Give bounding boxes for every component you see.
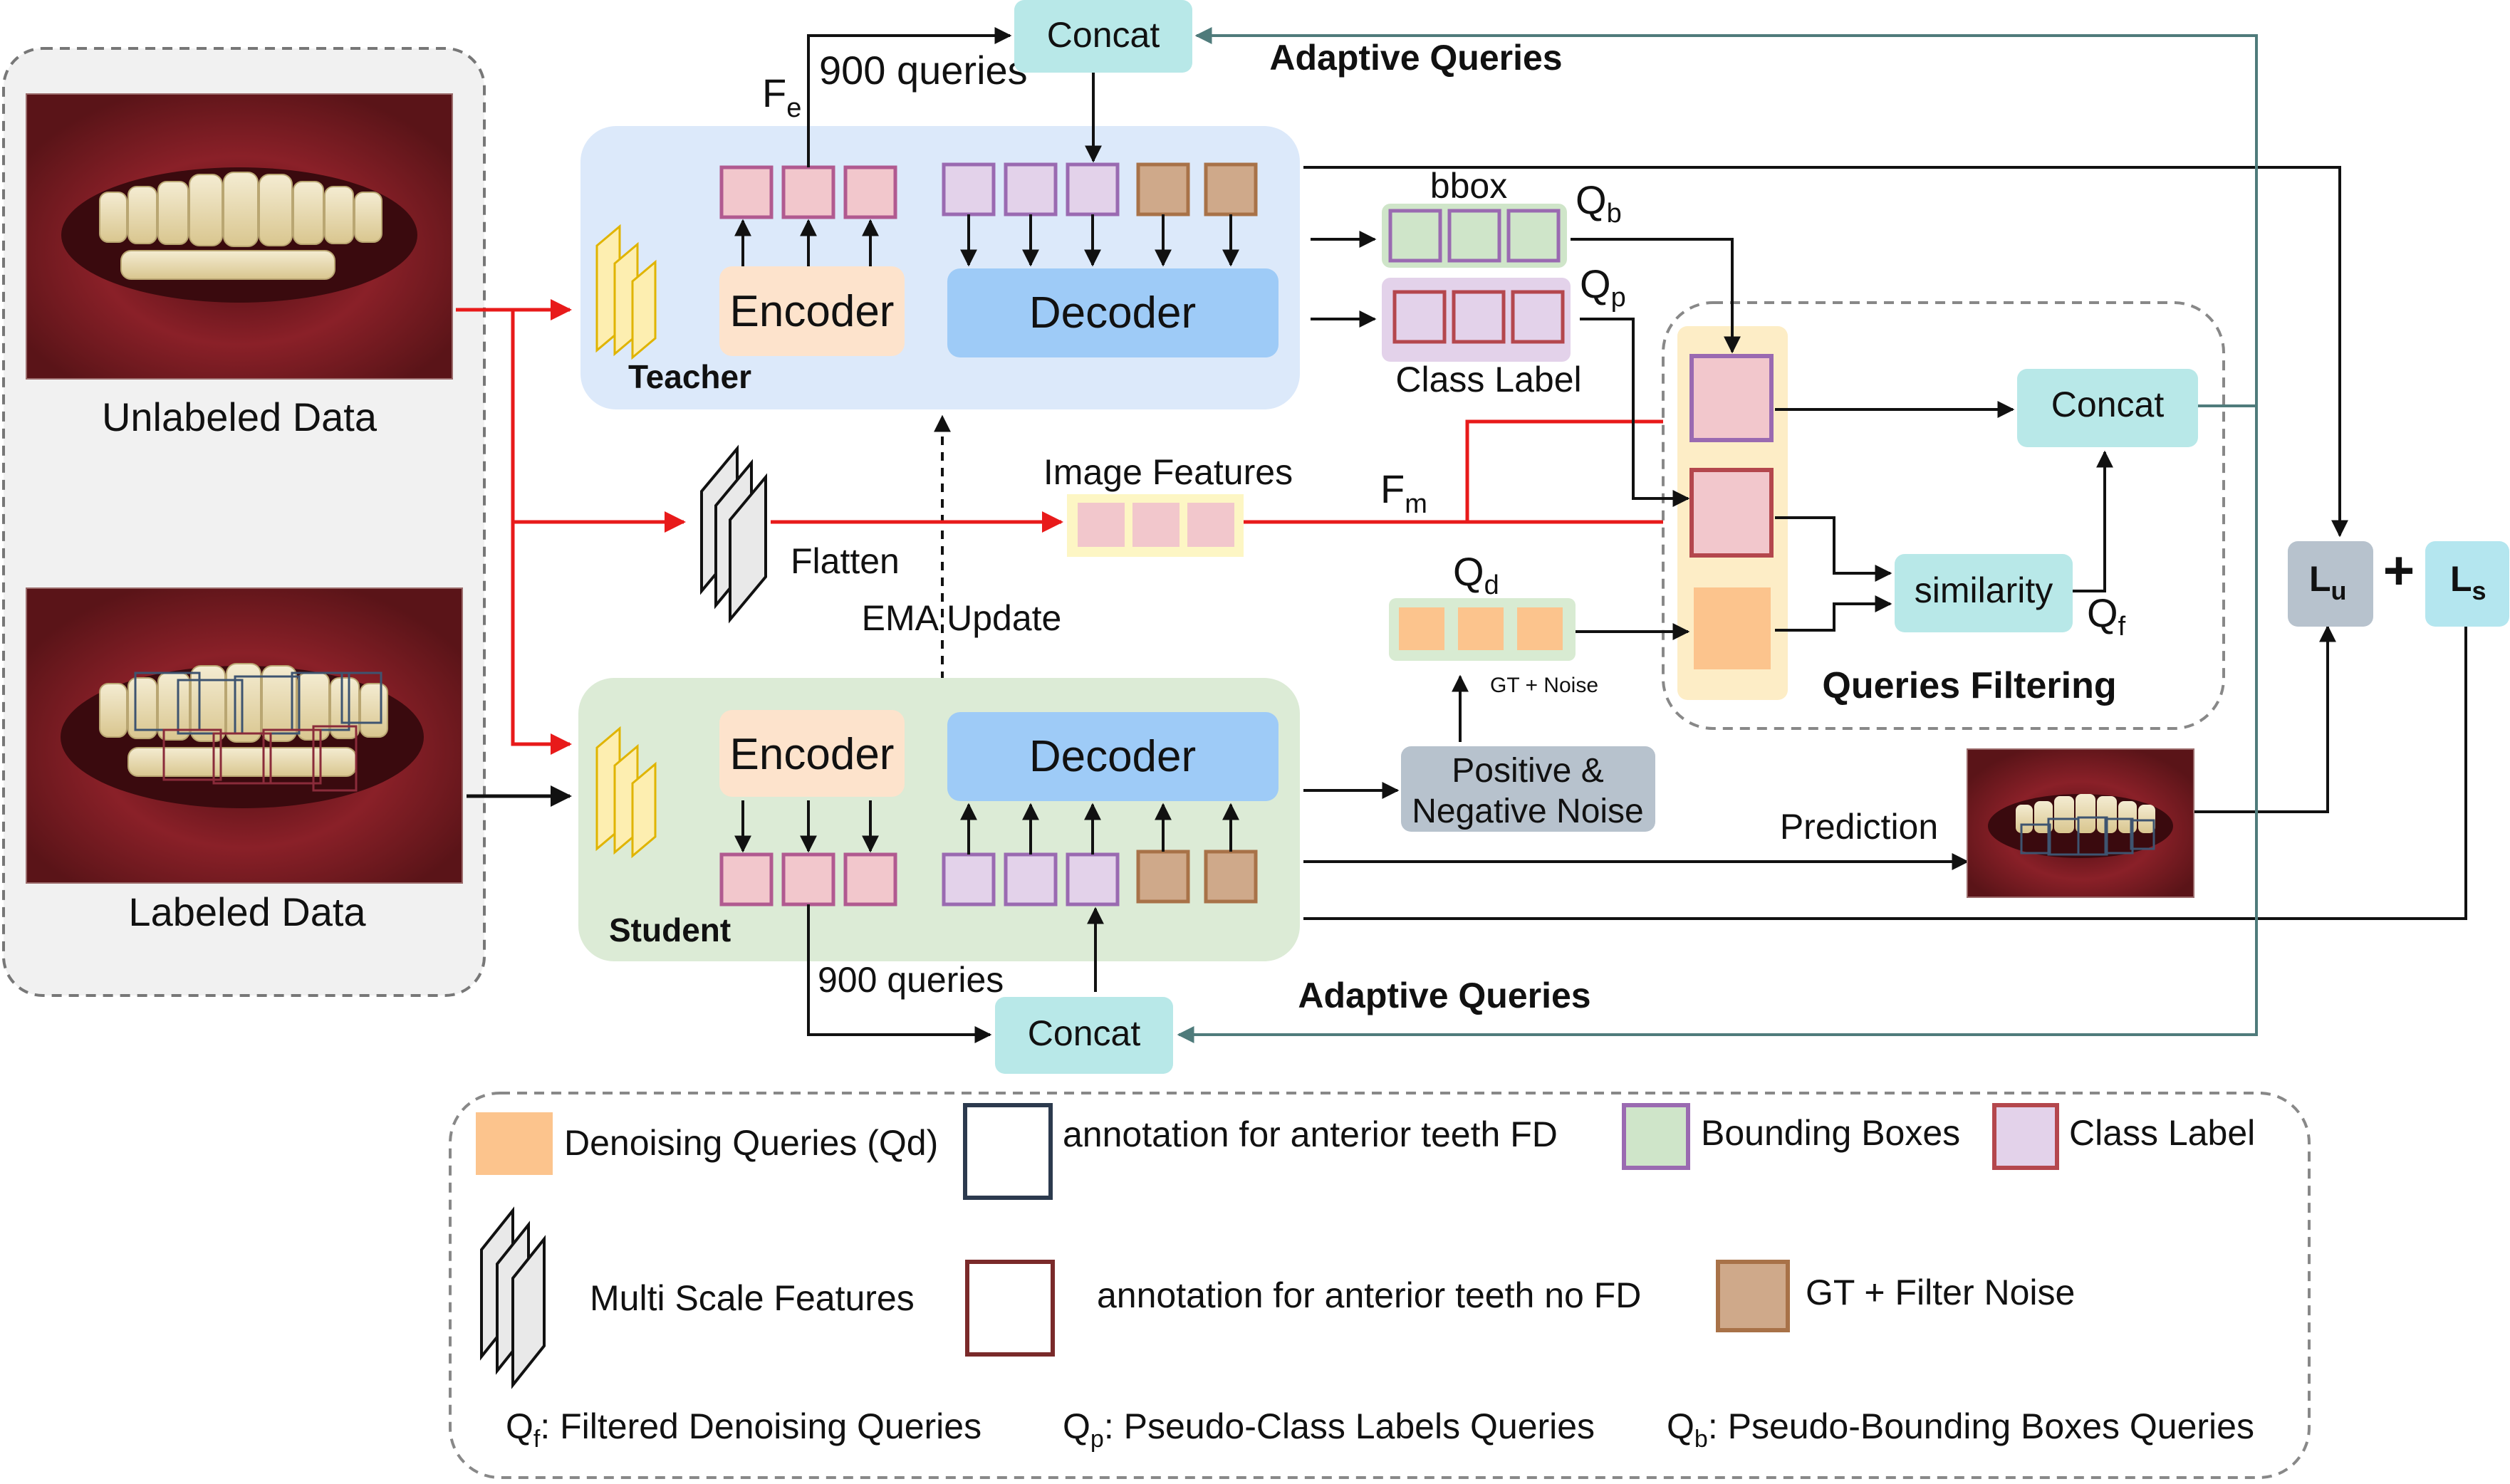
bottom-concat-box <box>995 997 1173 1074</box>
unlabeled-teeth-image <box>26 93 453 380</box>
pos-neg-noise-line1: Positive & <box>1452 752 1603 790</box>
teacher-decoder-queries <box>942 162 1258 216</box>
legend-denoising-swatch <box>476 1112 553 1175</box>
student-feature-maps <box>595 726 657 859</box>
labeled-data-label: Labeled Data <box>128 889 366 934</box>
fm-label: Fm <box>1380 466 1427 519</box>
unlabeled-data-label: Unlabeled Data <box>102 394 377 439</box>
filter-concat-label: Concat <box>2051 385 2165 424</box>
legend-denoising-label: Denoising Queries (Qd) <box>564 1123 938 1163</box>
teacher-title: Teacher <box>628 358 751 395</box>
teacher-feature-maps <box>595 224 657 360</box>
legend-panel <box>449 1092 2311 1479</box>
teacher-encoder-queries <box>719 165 897 219</box>
legend-class-swatch <box>1992 1103 2059 1170</box>
loss-ls-box <box>2425 541 2509 627</box>
legend-annot-nofd-label: annotation for anterior teeth no FD <box>1097 1275 1641 1315</box>
labeled-teeth-image <box>26 587 463 884</box>
legend-class-label: Class Label <box>2069 1113 2255 1153</box>
qd-queries <box>1399 607 1563 650</box>
qp-label: Qp <box>1580 261 1626 313</box>
bottom-900-queries: 900 queries <box>818 960 1004 1000</box>
qb-label: Qb <box>1576 177 1622 229</box>
legend-qp-def: Qp: Pseudo-Class Labels Queries <box>1063 1406 1595 1453</box>
loss-ls-label: Ls <box>2450 559 2486 605</box>
teacher-encoder-label: Encoder <box>730 287 895 336</box>
filter-denoise-query <box>1694 587 1771 669</box>
bottom-adaptive-queries: Adaptive Queries <box>1298 976 1590 1015</box>
teacher-decoder <box>947 268 1279 357</box>
flatten-label: Flatten <box>791 541 900 581</box>
loss-plus: + <box>2383 540 2415 601</box>
student-decoder-queries <box>942 850 1258 906</box>
top-concat-label: Concat <box>1047 15 1160 55</box>
student-encoder-label: Encoder <box>730 730 895 779</box>
legend-gt-filter-label: GT + Filter Noise <box>1806 1273 2075 1312</box>
bottom-concat-label: Concat <box>1028 1013 1141 1053</box>
pos-neg-noise-box <box>1401 746 1655 832</box>
flatten-icon <box>700 444 767 624</box>
student-decoder <box>947 712 1279 801</box>
student-title: Student <box>609 911 731 949</box>
filter-bbox-query <box>1689 354 1774 442</box>
legend-bbox-label: Bounding Boxes <box>1701 1113 1960 1153</box>
qf-label: Qf <box>2087 590 2126 642</box>
top-concat-box <box>1014 0 1192 73</box>
fe-label: Fe <box>762 70 801 123</box>
filter-class-query <box>1689 468 1774 558</box>
pos-neg-noise-line2: Negative Noise <box>1412 793 1644 830</box>
legend-qf-def: Qf: Filtered Denoising Queries <box>506 1406 981 1453</box>
legend-annot-fd-swatch <box>963 1103 1053 1200</box>
class-label-text: Class Label <box>1395 360 1581 399</box>
bbox-queries <box>1388 209 1561 263</box>
legend-annot-fd-label: annotation for anterior teeth FD <box>1063 1114 1558 1154</box>
class-label-queries <box>1392 290 1565 344</box>
top-adaptive-queries: Adaptive Queries <box>1269 38 1562 78</box>
gt-noise-label: GT + Noise <box>1490 674 1598 697</box>
image-features-queries <box>1078 503 1234 547</box>
student-encoder-queries <box>719 852 897 906</box>
queries-filtering-title: Queries Filtering <box>1822 665 2116 706</box>
qd-label: Qd <box>1453 549 1499 600</box>
teacher-decoder-label: Decoder <box>1029 288 1196 338</box>
top-900-queries: 900 queries <box>819 48 1028 93</box>
legend-gt-filter-swatch <box>1716 1260 1790 1332</box>
legend-multiscale-icon <box>480 1206 546 1389</box>
similarity-label: similarity <box>1915 570 2053 610</box>
loss-lu-box <box>2288 541 2373 627</box>
loss-lu-label: Lu <box>2309 559 2347 605</box>
prediction-image <box>1967 748 2194 898</box>
legend-qb-def: Qb: Pseudo-Bounding Boxes Queries <box>1667 1406 2254 1453</box>
student-encoder <box>719 710 905 797</box>
legend-bbox-swatch <box>1622 1103 1690 1170</box>
teacher-encoder <box>719 266 905 356</box>
legend-annot-nofd-swatch <box>965 1260 1055 1357</box>
student-decoder-label: Decoder <box>1029 732 1196 781</box>
ema-label: EMA Update <box>862 598 1062 638</box>
legend-multiscale-label: Multi Scale Features <box>590 1278 915 1318</box>
similarity-box <box>1895 554 2073 632</box>
filter-concat-box <box>2017 369 2198 447</box>
bbox-label: bbox <box>1430 166 1507 206</box>
image-features-label: Image Features <box>1043 452 1293 492</box>
prediction-label: Prediction <box>1780 807 1938 847</box>
